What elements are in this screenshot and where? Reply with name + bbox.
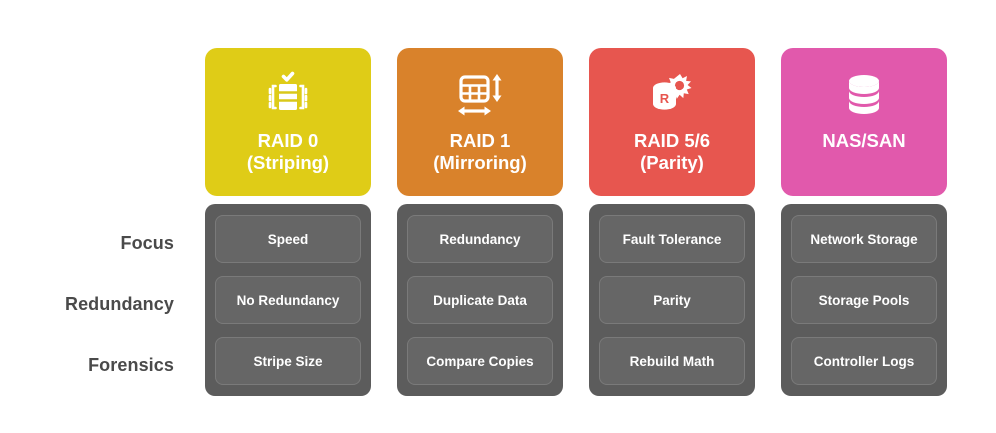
striped-disk-check-icon [260, 64, 316, 124]
cell-raid0-redundancy[interactable]: No Redundancy [215, 276, 361, 324]
cell-raid56-redundancy[interactable]: Parity [599, 276, 745, 324]
mirror-grid-arrows-icon [452, 64, 508, 124]
columns-container: RAID 0 (Striping) Speed No Redundancy St… [205, 48, 947, 396]
column-nas-san: NAS/SAN Network Storage Storage Pools Co… [781, 48, 947, 396]
column-raid-0: RAID 0 (Striping) Speed No Redundancy St… [205, 48, 371, 396]
column-body-raid-1: Redundancy Duplicate Data Compare Copies [397, 204, 563, 396]
row-label-redundancy: Redundancy [64, 293, 174, 314]
row-label-focus: Focus [120, 232, 174, 253]
cell-nassan-forensics[interactable]: Controller Logs [791, 337, 937, 385]
column-header-nas-san[interactable]: NAS/SAN [781, 48, 947, 196]
column-title-nas-san: NAS/SAN [822, 130, 906, 151]
cell-raid1-focus[interactable]: Redundancy [407, 215, 553, 263]
column-title-raid-1: RAID 1 (Mirroring) [433, 130, 527, 173]
column-raid-1: RAID 1 (Mirroring) Redundancy Duplicate … [397, 48, 563, 396]
column-header-raid-0[interactable]: RAID 0 (Striping) [205, 48, 371, 196]
cell-raid56-focus[interactable]: Fault Tolerance [599, 215, 745, 263]
column-title-raid-0: RAID 0 (Striping) [246, 130, 330, 173]
column-header-raid-1[interactable]: RAID 1 (Mirroring) [397, 48, 563, 196]
cell-raid1-redundancy[interactable]: Duplicate Data [407, 276, 553, 324]
column-body-raid-0: Speed No Redundancy Stripe Size [205, 204, 371, 396]
column-body-raid-5-6: Fault Tolerance Parity Rebuild Math [589, 204, 755, 396]
cell-raid56-forensics[interactable]: Rebuild Math [599, 337, 745, 385]
cell-raid0-forensics[interactable]: Stripe Size [215, 337, 361, 385]
svg-text:R: R [660, 91, 670, 106]
cell-nassan-redundancy[interactable]: Storage Pools [791, 276, 937, 324]
cell-raid1-forensics[interactable]: Compare Copies [407, 337, 553, 385]
cell-raid0-focus[interactable]: Speed [215, 215, 361, 263]
column-header-raid-5-6[interactable]: R RAID 5/6 (Parity) [589, 48, 755, 196]
row-label-forensics: Forensics [88, 354, 174, 375]
parity-drive-gear-icon: R [644, 64, 700, 124]
database-stack-icon [836, 64, 892, 124]
column-title-raid-5-6: RAID 5/6 (Parity) [633, 130, 711, 173]
column-raid-5-6: R RAID 5/6 (Parity) Fault Tolerance Pari… [589, 48, 755, 396]
column-body-nas-san: Network Storage Storage Pools Controller… [781, 204, 947, 396]
row-label-gutter: Focus Redundancy Forensics [0, 208, 192, 396]
cell-nassan-focus[interactable]: Network Storage [791, 215, 937, 263]
